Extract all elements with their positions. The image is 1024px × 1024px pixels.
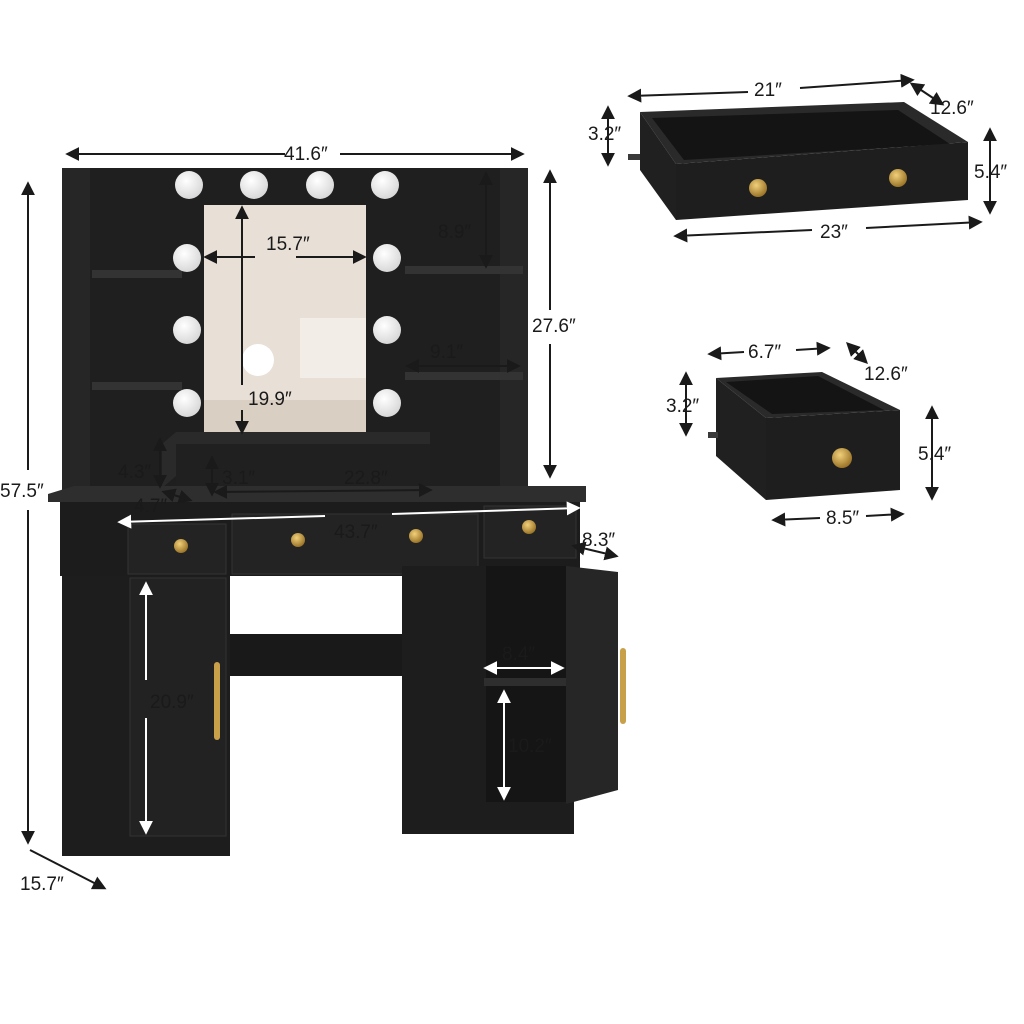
small-drawer-outer-width-label: 8.5″ [826,508,859,529]
shelf-left-upper [92,270,182,278]
bulb-icon [173,316,201,344]
knob-icon [889,169,907,187]
left-cabinet-height-label: 20.9″ [150,692,194,713]
bulb-icon [371,171,399,199]
shelf-right-lower [405,372,523,380]
small-drawer-depth-label: 12.6″ [864,364,908,385]
vanity-illustration [48,168,626,856]
hutch-height-label: 27.6″ [532,316,576,337]
mirror-height-label: 19.9″ [248,389,292,410]
bulb-icon [173,244,201,272]
organizer-inner-label: 3.1″ [222,468,255,489]
mirror-sofa [300,318,366,378]
upper-shelf-gap-label: 8.9″ [438,222,471,243]
knob-icon [832,448,852,468]
small-drawer-rail [708,432,718,438]
hutch-width-label: 41.6″ [284,144,328,165]
small-drawer-illustration [708,372,900,500]
large-drawer-inner-width-label: 21″ [754,80,782,101]
knob-icon [174,539,188,553]
knob-icon [749,179,767,197]
bulb-icon [173,389,201,417]
hutch-side-left [62,168,90,490]
shelf-left-lower [92,382,182,390]
hutch-side-right [500,168,528,490]
large-drawer-front [676,142,968,220]
large-drawer-inner-height-label: 3.2″ [588,124,621,145]
right-shelf-width-label: 8.4″ [502,644,535,665]
vanity-dimensions: 41.6″ 57.5″ 15.7″ 27.6″ 8.9″ 15.7″ 19.9″… [0,144,619,895]
desk-width-label: 43.7″ [334,522,378,543]
desk-top [48,486,586,502]
knob-icon [291,533,305,547]
large-drawer-outer-height-label: 5.4″ [974,162,1007,183]
bulb-icon [175,171,203,199]
right-inner-shelf [484,678,566,686]
large-drawer-dimensions: 21″ 12.6″ 3.2″ 5.4″ 23″ [588,73,1007,243]
cabinet-depth-label: 8.3″ [582,530,615,551]
small-drawer-inner-width-label: 6.7″ [748,342,781,363]
overall-depth-label: 15.7″ [20,874,64,895]
organizer-front [176,444,430,488]
organizer-depth-label: 4.7″ [134,496,167,517]
small-drawer-inside [726,376,884,414]
organizer-height-label: 4.3″ [118,462,151,483]
large-drawer-side [640,112,676,220]
shelf-right-upper [405,266,523,274]
bulb-icon [373,316,401,344]
shelf-width-label: 9.1″ [430,342,463,363]
mirror-floor [204,400,366,435]
drawer-middle [231,513,479,575]
bulb-icon [373,244,401,272]
large-drawer-inside [652,110,950,160]
mirror-flower [242,344,274,376]
right-cabinet-door-open [566,566,618,804]
small-drawer-dimensions: 6.7″ 12.6″ 3.2″ 5.4″ 8.5″ [666,341,951,529]
organizer-width-label: 22.8″ [344,468,388,489]
handle-icon [214,662,220,740]
small-drawer-side [716,378,766,500]
small-drawer-inner-height-label: 3.2″ [666,396,699,417]
knob-icon [522,520,536,534]
small-drawer-outer-height-label: 5.4″ [918,444,951,465]
large-drawer-illustration [628,102,968,220]
overall-height-label: 57.5″ [0,481,44,502]
large-drawer-outer-width-label: 23″ [820,222,848,243]
large-drawer-rail [628,154,640,160]
large-drawer-depth-label: 12.6″ [930,98,974,119]
bulb-icon [240,171,268,199]
knob-icon [409,529,423,543]
footrest-bar [230,634,404,676]
handle-icon [620,648,626,724]
bulb-icon [306,171,334,199]
mirror-width-label: 15.7″ [266,234,310,255]
bulb-icon [373,389,401,417]
right-shelf-height-label: 10.2″ [508,736,552,757]
